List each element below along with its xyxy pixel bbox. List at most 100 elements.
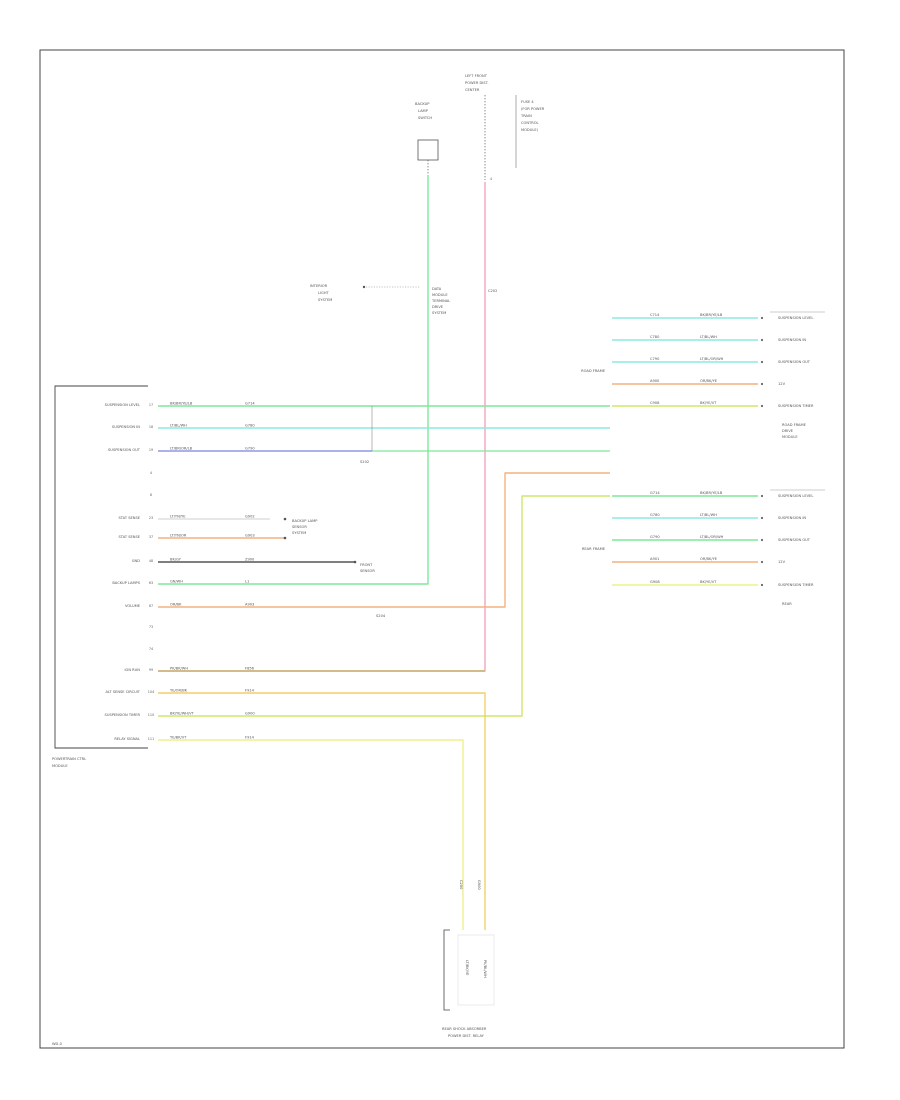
wire-circuit-id: G714 <box>245 402 255 406</box>
pin-label: VOLUME <box>125 604 141 608</box>
svg-text:SENSOR: SENSOR <box>360 569 375 573</box>
wire-color-code: YE/BK/VT <box>170 736 187 740</box>
wire-color-code: LT/BL/WH <box>170 424 187 428</box>
right-wire-code: G790 <box>650 535 660 539</box>
svg-text:BACKUP: BACKUP <box>415 102 430 106</box>
backup-lamp-switch: BACKUP LAMP SWITCH <box>415 102 439 175</box>
pin-label: SUSPENSION IN <box>112 425 140 429</box>
pin-number: 74 <box>149 647 153 651</box>
svg-text:SYSTEM: SYSTEM <box>432 311 446 315</box>
pin-dot <box>760 516 764 520</box>
wire-volume <box>158 472 610 608</box>
pin-number: 48 <box>149 559 153 563</box>
right-wire-code: A901 <box>650 557 659 561</box>
right-wire-code: G908 <box>650 580 660 584</box>
pcm-module: POWERTRAIN CTRL MODULE <box>52 385 148 768</box>
svg-text:INTERIOR: INTERIOR <box>310 284 328 288</box>
pin-dot <box>760 583 764 587</box>
pin-label: SUSPENSION TIMER <box>105 713 141 717</box>
wire-circuit-id: G790 <box>245 447 255 451</box>
pin-dot <box>760 338 764 342</box>
wire-circuit-id: L1 <box>245 580 249 584</box>
svg-text:CONTROL: CONTROL <box>521 121 539 125</box>
pin-label: SUSPENSION OUT <box>108 448 141 452</box>
wire-circuit-id: F914 <box>245 736 255 740</box>
svg-text:POWER DIST. RELAY: POWER DIST. RELAY <box>448 1034 485 1038</box>
wire-circuit-id: F856 <box>245 667 255 671</box>
wire-runs <box>158 175 610 930</box>
pin-number: 17 <box>149 403 153 407</box>
pin-dot <box>760 316 764 320</box>
svg-text:C200: C200 <box>459 880 463 890</box>
right-connector-name: REAR <box>782 602 792 606</box>
pin-number: 73 <box>149 625 153 629</box>
right-pin-label: SUSPENSION TIMER <box>778 583 814 587</box>
pin-label: GND <box>132 559 140 563</box>
pin-label: STAT SENSE <box>118 535 140 539</box>
svg-text:MODULE: MODULE <box>432 293 448 297</box>
right-pin-label: 12V <box>778 382 786 386</box>
right-wire-color: BK/YE/VT <box>700 580 717 584</box>
svg-text:PK/BL/WH: PK/BL/WH <box>483 960 487 978</box>
wire-color-code: BK/BR/YE/LB <box>170 402 193 406</box>
wire-relay-signal <box>158 739 464 930</box>
pin-number: 8 <box>150 493 152 497</box>
right-group-label: REAR FRAME <box>582 547 606 551</box>
wire-circuit-id: G900 <box>245 712 255 716</box>
svg-text:CENTER: CENTER <box>465 88 480 92</box>
svg-text:SYSTEM: SYSTEM <box>292 531 306 535</box>
wire-circuit-id: G780 <box>245 424 255 428</box>
svg-text:TRAIN: TRAIN <box>520 114 532 118</box>
right-wire-code: C780 <box>650 335 660 339</box>
right-connector-name: DRIVE <box>782 429 794 433</box>
svg-text:TERMINAL: TERMINAL <box>431 299 450 303</box>
right-pin-label: SUSPENSION IN <box>778 338 806 342</box>
backup-lamp-sensor-tap: BACKUP LAMP SENSOR SYSTEM FRONT SENSOR <box>283 517 375 573</box>
wire-circuit-id: G902 <box>245 515 255 519</box>
pin-dot <box>760 382 764 386</box>
pin-number: 37 <box>149 535 153 539</box>
wire-color-code: PK/BK/WH <box>170 667 188 671</box>
pin-label: IGN RUN <box>125 668 141 672</box>
right-pin-label: SUSPENSION IN <box>778 516 806 520</box>
right-wire-code: A900 <box>650 379 660 383</box>
svg-text:REAR SHOCK ABSORBER: REAR SHOCK ABSORBER <box>442 1027 487 1031</box>
svg-text:DATA: DATA <box>432 287 442 291</box>
right-connector-group: REAR FRAME G714 BK/BR/YE/LB SUSPENSION LEVE… <box>582 489 825 606</box>
pin-dot <box>760 360 764 364</box>
svg-text:FRONT: FRONT <box>360 563 373 567</box>
wire-alt-sense <box>158 692 486 930</box>
rear-shock-connector: REAR SHOCK ABSORBER POWER DIST. RELAY LT… <box>442 880 495 1038</box>
svg-text:C202: C202 <box>488 289 497 293</box>
pin-dot <box>760 494 764 498</box>
wire-circuit-id: Z900 <box>245 558 255 562</box>
right-wire-code: G714 <box>650 491 660 495</box>
svg-text:S204: S204 <box>376 614 386 618</box>
wire-circuit-id: F914 <box>245 689 255 693</box>
wire-circuit-id: G903 <box>245 534 255 538</box>
svg-text:POWERTRAIN CTRL: POWERTRAIN CTRL <box>52 757 86 761</box>
svg-text:DRIVE: DRIVE <box>432 305 444 309</box>
right-wire-code: C714 <box>650 313 660 317</box>
wire-color-code: OR/BK <box>170 603 182 607</box>
right-connector-name: ROAD FRAME <box>782 423 807 427</box>
svg-text:4: 4 <box>490 177 492 181</box>
wire-color-code: LT/BR/OR/LB <box>170 447 193 451</box>
wire-color-code: LT/TN/OR <box>170 534 187 538</box>
right-wire-color: BK/YE/VT <box>700 401 717 405</box>
pin-number: 99 <box>149 668 153 672</box>
svg-text:G900: G900 <box>477 880 481 890</box>
pin-label: SUSPENSION LEVEL <box>105 403 140 407</box>
pin-label: STAT SENSE <box>118 516 140 520</box>
right-wire-color: OR/BK/YE <box>700 379 718 383</box>
right-wire-color: BK/BR/YE/LB <box>700 491 723 495</box>
pin-label: RELAY SIGNAL <box>114 737 140 741</box>
pin-number: 18 <box>149 425 153 429</box>
right-pin-label: SUSPENSION LEVEL <box>778 494 813 498</box>
pin-dot <box>760 560 764 564</box>
